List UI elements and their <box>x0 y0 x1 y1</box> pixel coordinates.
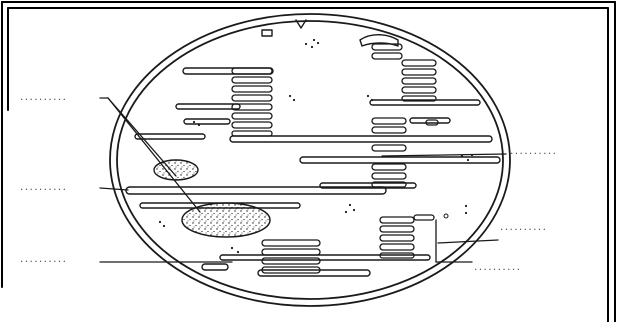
granum-4 <box>380 215 434 258</box>
granum-3 <box>372 118 438 187</box>
granum-5 <box>262 240 320 273</box>
label-right-2[interactable]: .......... <box>500 219 547 233</box>
starch-grain-large <box>182 203 270 237</box>
label-left-2[interactable]: .......... <box>20 179 67 193</box>
label-left-1[interactable]: .......... <box>20 89 67 103</box>
label-left-3[interactable]: .......... <box>20 251 67 265</box>
granum-1 <box>232 68 272 136</box>
label-right-3[interactable]: .......... <box>474 259 521 273</box>
granum-2 <box>372 44 436 101</box>
label-right-1[interactable]: .......... <box>510 143 557 157</box>
stroma-lamellae <box>126 30 500 276</box>
